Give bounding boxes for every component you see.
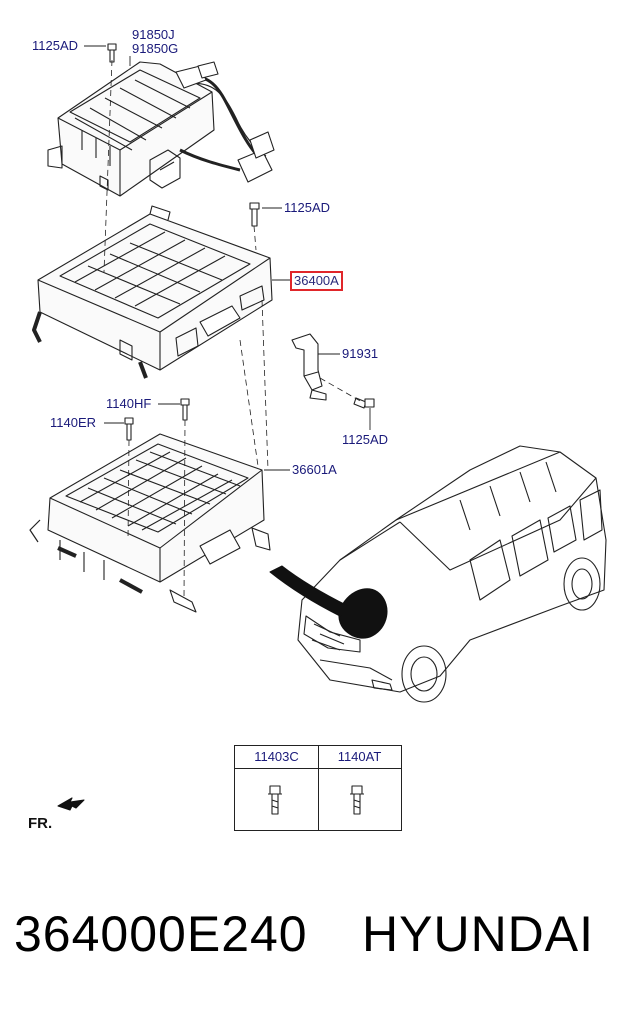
table-header-col1: 11403C [254,749,299,764]
callout-1125ad-low: 1125AD [342,432,389,447]
callout-1140hf: 1140HF [106,396,152,411]
table-divider-horizontal [235,768,401,769]
table-divider-vertical [318,746,319,830]
footer-caption: 364000E240 HYUNDAI [0,905,620,975]
bracket-91931-drawing [291,333,327,401]
callout-1125ad-mid: 1125AD [284,200,331,215]
bolt-1125ad-low [353,397,375,409]
cooling-tray-36601a-drawing [29,433,271,613]
fastener-table: 11403C 1140AT [234,745,402,831]
car-location-drawing [269,445,607,703]
leader-lines [84,45,371,471]
callout-91931: 91931 [342,346,379,361]
callout-1125ad-top: 1125AD [32,38,79,53]
charger-module-drawing [47,61,275,197]
inverter-36400a-drawing [32,205,273,379]
bolt-1140er [124,417,134,441]
table-header-col2: 1140AT [337,749,382,764]
callout-91850j: 91850J [132,27,175,42]
callout-36601a: 36601A [292,462,337,477]
alignment-lines [103,59,363,601]
bolt-1125ad-top [107,43,117,63]
callout-91850g: 91850G [132,41,179,56]
part-number: 364000E240 [14,906,308,962]
bolt-1125ad-mid [249,202,260,227]
front-direction-label: FR. [28,815,53,832]
callout-36400a-highlighted: 36400A [290,271,343,291]
callout-1140er: 1140ER [50,415,97,430]
front-direction-arrow-icon [57,797,85,811]
brand-name: HYUNDAI [362,906,595,962]
exploded-parts-diagram [29,43,607,815]
bolt-1140hf [180,398,190,421]
table-bolt-icons [268,785,364,815]
